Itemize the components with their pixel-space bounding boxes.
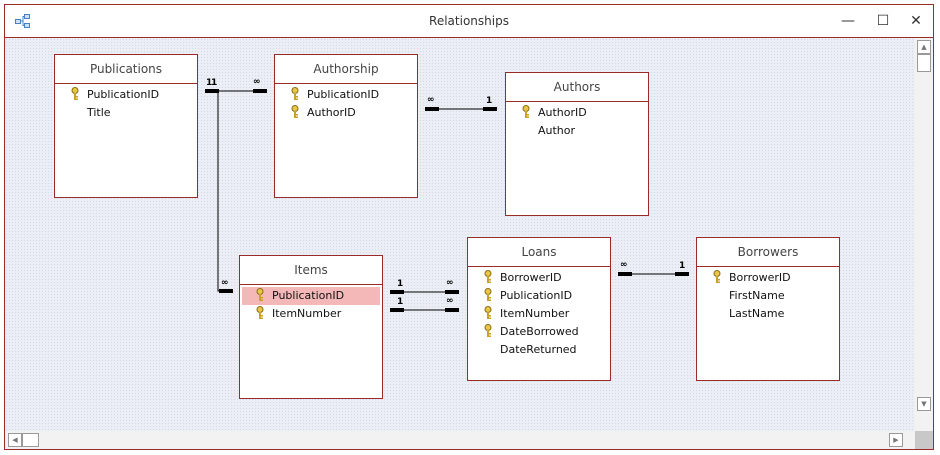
arrow-left-icon: ◀ — [12, 436, 18, 444]
horizontal-scroll-thumb[interactable] — [22, 433, 39, 447]
field-row[interactable]: DateBorrowed — [468, 323, 610, 341]
primary-key-icon — [484, 270, 492, 283]
primary-key-icon — [484, 324, 492, 337]
window-title: Relationships — [429, 14, 509, 28]
title-bar[interactable]: Relationships — ☐ ✕ — [5, 5, 933, 38]
field-row[interactable]: FirstName — [697, 287, 839, 305]
field-row[interactable]: AuthorID — [506, 104, 648, 122]
table-title[interactable]: Publications — [55, 55, 197, 84]
relationships-canvas[interactable]: 1 1 ∞ ∞ ∞ 1 1 ∞ 1 ∞ ∞ 1 Publications Pub… — [5, 38, 915, 431]
table-title[interactable]: Items — [240, 256, 382, 285]
field-row[interactable]: ItemNumber — [240, 305, 382, 323]
primary-key-icon — [291, 87, 299, 100]
table-items[interactable]: Items PublicationID ItemNumber — [239, 255, 383, 399]
scrollbar-corner — [915, 431, 933, 449]
field-row[interactable]: ItemNumber — [468, 305, 610, 323]
field-name: ItemNumber — [500, 307, 570, 320]
cardinality-many: ∞ — [446, 278, 453, 288]
field-name: AuthorID — [538, 106, 587, 119]
table-loans[interactable]: Loans BorrowerID PublicationID ItemNumbe… — [467, 237, 611, 381]
field-row[interactable]: AuthorID — [275, 104, 417, 122]
field-name: PublicationID — [87, 88, 160, 101]
vertical-scrollbar[interactable]: ▲ ▼ — [915, 38, 933, 431]
field-row[interactable]: DateReturned — [468, 341, 610, 359]
maximize-icon: ☐ — [876, 13, 890, 29]
field-name: PublicationID — [307, 88, 380, 101]
close-button[interactable]: ✕ — [901, 10, 931, 32]
scroll-left-button[interactable]: ◀ — [8, 433, 22, 447]
arrow-down-icon: ▼ — [921, 400, 927, 408]
primary-key-icon — [484, 306, 492, 319]
table-borrowers[interactable]: Borrowers BorrowerID FirstName LastName — [696, 237, 840, 381]
cardinality-one: 1 — [486, 96, 492, 106]
cardinality-one: 1 — [679, 261, 685, 271]
arrow-up-icon: ▲ — [921, 43, 927, 51]
rel-publications-items — [217, 91, 230, 292]
field-row[interactable]: Title — [55, 104, 197, 122]
field-name: PublicationID — [272, 289, 345, 302]
maximize-button[interactable]: ☐ — [868, 10, 898, 32]
vertical-scroll-thumb[interactable] — [917, 54, 931, 72]
table-authors[interactable]: Authors AuthorID Author — [505, 72, 649, 216]
table-title[interactable]: Borrowers — [697, 238, 839, 267]
field-name: FirstName — [729, 289, 785, 302]
table-publications[interactable]: Publications PublicationID Title — [54, 54, 198, 198]
cardinality-many: ∞ — [427, 95, 434, 105]
field-name: Title — [87, 106, 111, 119]
cardinality-many: ∞ — [446, 296, 453, 306]
field-name: BorrowerID — [500, 271, 562, 284]
relationships-icon — [15, 14, 30, 28]
scroll-right-button[interactable]: ▶ — [889, 433, 903, 447]
field-name: LastName — [729, 307, 785, 320]
field-row-selected[interactable]: PublicationID — [242, 287, 380, 305]
field-name: Author — [538, 124, 576, 137]
relationships-window: Relationships — ☐ ✕ — [4, 4, 934, 450]
close-icon: ✕ — [910, 13, 922, 29]
scroll-up-button[interactable]: ▲ — [917, 40, 931, 54]
cardinality-one: 1 — [397, 279, 403, 289]
field-row[interactable]: PublicationID — [275, 86, 417, 104]
field-row[interactable]: PublicationID — [468, 287, 610, 305]
cardinality-one: 1 — [397, 297, 403, 307]
cardinality-many: ∞ — [620, 260, 627, 270]
arrow-right-icon: ▶ — [893, 436, 899, 444]
scroll-down-button[interactable]: ▼ — [917, 397, 931, 411]
primary-key-icon — [256, 306, 264, 319]
field-name: DateReturned — [500, 343, 577, 356]
field-name: BorrowerID — [729, 271, 791, 284]
table-authorship[interactable]: Authorship PublicationID AuthorID — [274, 54, 418, 198]
primary-key-icon — [713, 270, 721, 283]
primary-key-icon — [291, 105, 299, 118]
field-row[interactable]: PublicationID — [55, 86, 197, 104]
field-name: ItemNumber — [272, 307, 342, 320]
minimize-button[interactable]: — — [833, 10, 863, 32]
primary-key-icon — [484, 288, 492, 301]
table-title[interactable]: Authors — [506, 73, 648, 102]
cardinality-one: 1 — [211, 78, 217, 88]
primary-key-icon — [522, 105, 530, 118]
field-row[interactable]: Author — [506, 122, 648, 140]
table-title[interactable]: Authorship — [275, 55, 417, 84]
field-name: PublicationID — [500, 289, 573, 302]
cardinality-many: ∞ — [253, 77, 260, 87]
cardinality-many: ∞ — [221, 278, 228, 288]
primary-key-icon — [256, 288, 264, 301]
cardinality-one: 1 — [206, 78, 212, 88]
field-row[interactable]: LastName — [697, 305, 839, 323]
minimize-icon: — — [841, 13, 855, 29]
field-row[interactable]: BorrowerID — [468, 269, 610, 287]
field-name: AuthorID — [307, 106, 356, 119]
field-row[interactable]: BorrowerID — [697, 269, 839, 287]
primary-key-icon — [71, 87, 79, 100]
horizontal-scrollbar[interactable]: ◀ ▶ — [5, 431, 915, 449]
table-title[interactable]: Loans — [468, 238, 610, 267]
field-name: DateBorrowed — [500, 325, 579, 338]
